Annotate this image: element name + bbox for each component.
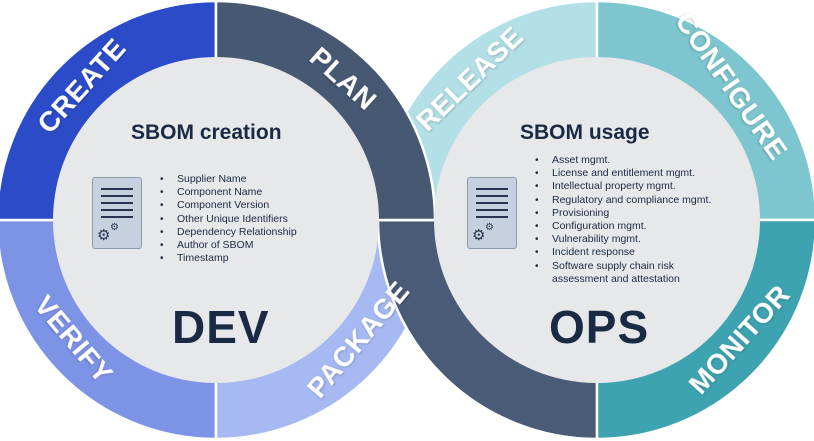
list-item: Other Unique Identifiers bbox=[160, 213, 297, 226]
list-item: License and entitlement mgmt. bbox=[535, 167, 711, 180]
ops-item-list: Asset mgmt. License and entitlement mgmt… bbox=[535, 154, 711, 286]
list-item: Provisioning bbox=[535, 207, 711, 220]
ops-big-label: OPS bbox=[549, 301, 650, 353]
list-item: Software supply chain risk bbox=[535, 260, 711, 273]
list-item: Timestamp bbox=[160, 252, 297, 265]
list-item: Asset mgmt. bbox=[535, 154, 711, 167]
list-item-continuation: assessment and attestation bbox=[552, 272, 680, 285]
dev-item-list: Supplier Name Component Name Component V… bbox=[160, 173, 297, 266]
list-item: Supplier Name bbox=[160, 173, 297, 186]
document-gear-icon: ⚙⚙ bbox=[92, 177, 142, 249]
list-item: Author of SBOM bbox=[160, 239, 297, 252]
dev-panel-title: SBOM creation bbox=[131, 121, 282, 144]
list-item: Intellectual property mgmt. bbox=[535, 180, 711, 193]
list-item: Vulnerability mgmt. bbox=[535, 233, 711, 246]
list-item: Dependency Relationship bbox=[160, 226, 297, 239]
list-item: Regulatory and compliance mgmt. bbox=[535, 194, 711, 207]
ops-panel-title: SBOM usage bbox=[520, 121, 650, 144]
list-item: Component Name bbox=[160, 186, 297, 199]
list-item: Configuration mgmt. bbox=[535, 220, 711, 233]
dev-big-label: DEV bbox=[172, 301, 270, 353]
list-item: Incident response bbox=[535, 246, 711, 259]
list-item: Component Version bbox=[160, 199, 297, 212]
document-gear-icon: ⚙⚙ bbox=[467, 177, 517, 249]
